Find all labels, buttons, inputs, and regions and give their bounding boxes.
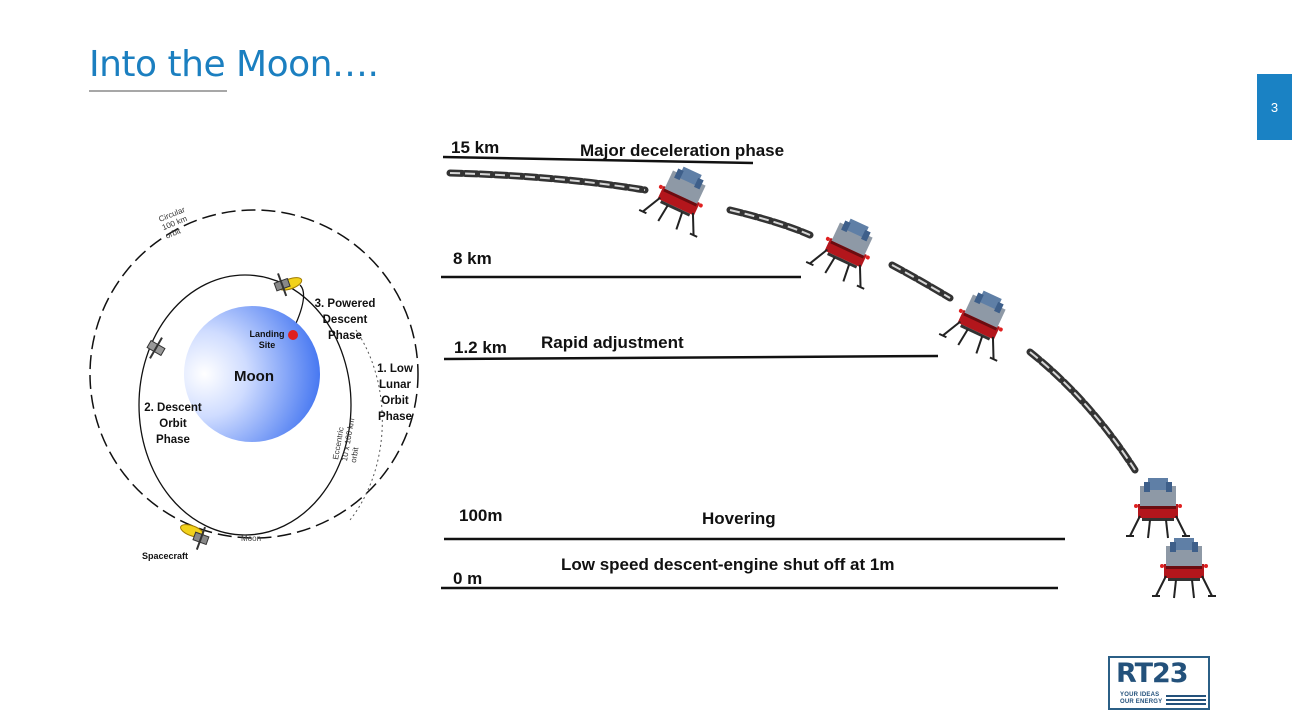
lander-icon bbox=[637, 156, 723, 240]
eccentric-orbit-path bbox=[349, 329, 383, 521]
descent-diagram: 15 km Major deceleration phase 8 km 1.2 … bbox=[441, 138, 1217, 599]
eccentric-orbit-label: Eccentric10 x 100 kmorbit bbox=[331, 416, 365, 464]
logo-stripe bbox=[1166, 695, 1206, 697]
altitude-label-1-2km: 1.2 km bbox=[454, 338, 507, 357]
phase-label-rapid-adjustment: Rapid adjustment bbox=[541, 333, 684, 352]
altitude-line-1-2km bbox=[443, 354, 939, 361]
page-number-tab: 3 bbox=[1257, 74, 1292, 140]
phase-label-hovering: Hovering bbox=[702, 509, 776, 528]
circular-orbit-label: Circular100 kmorbit bbox=[157, 205, 193, 240]
spacecraft-label: Spacecraft bbox=[142, 551, 188, 561]
phase-label-low-speed: Low speed descent-engine shut off at 1m bbox=[561, 555, 894, 574]
descent-trajectory bbox=[446, 169, 1139, 474]
lander-icon bbox=[804, 208, 890, 292]
logo-main-text: RT23 bbox=[1116, 658, 1189, 689]
moon bbox=[184, 306, 320, 442]
logo-tagline-2: OUR ENERGY bbox=[1120, 699, 1163, 705]
logo-stripe bbox=[1166, 703, 1206, 705]
altitude-label-8km: 8 km bbox=[453, 249, 492, 268]
altitude-label-0m: 0 m bbox=[453, 569, 482, 588]
descent-orbit-path bbox=[138, 274, 352, 536]
moon-small-label: Moon bbox=[241, 534, 261, 543]
lander-icon bbox=[937, 280, 1023, 364]
page-title: Into the Moon…. bbox=[89, 44, 379, 85]
moon-label: Moon bbox=[234, 368, 274, 385]
rt23-logo: RT23 YOUR IDEAS OUR ENERGY bbox=[1108, 656, 1210, 710]
logo-tagline-1: YOUR IDEAS bbox=[1120, 692, 1160, 698]
landing-site-marker bbox=[288, 330, 298, 340]
lander-icon bbox=[1151, 537, 1217, 599]
logo-stripe bbox=[1166, 699, 1206, 701]
spacecraft-icon bbox=[146, 337, 166, 359]
page-number: 3 bbox=[1270, 99, 1279, 115]
lander-icon bbox=[1125, 477, 1191, 539]
circular-orbit-path bbox=[89, 209, 419, 539]
altitude-line-15km bbox=[442, 155, 754, 165]
altitude-label-15km: 15 km bbox=[451, 138, 499, 157]
phase-label-major-deceleration: Major deceleration phase bbox=[580, 141, 784, 160]
spacecraft-icon bbox=[273, 273, 303, 297]
spacecraft-icon bbox=[180, 524, 210, 550]
title-underline bbox=[89, 90, 227, 92]
altitude-label-100m: 100m bbox=[459, 506, 502, 525]
